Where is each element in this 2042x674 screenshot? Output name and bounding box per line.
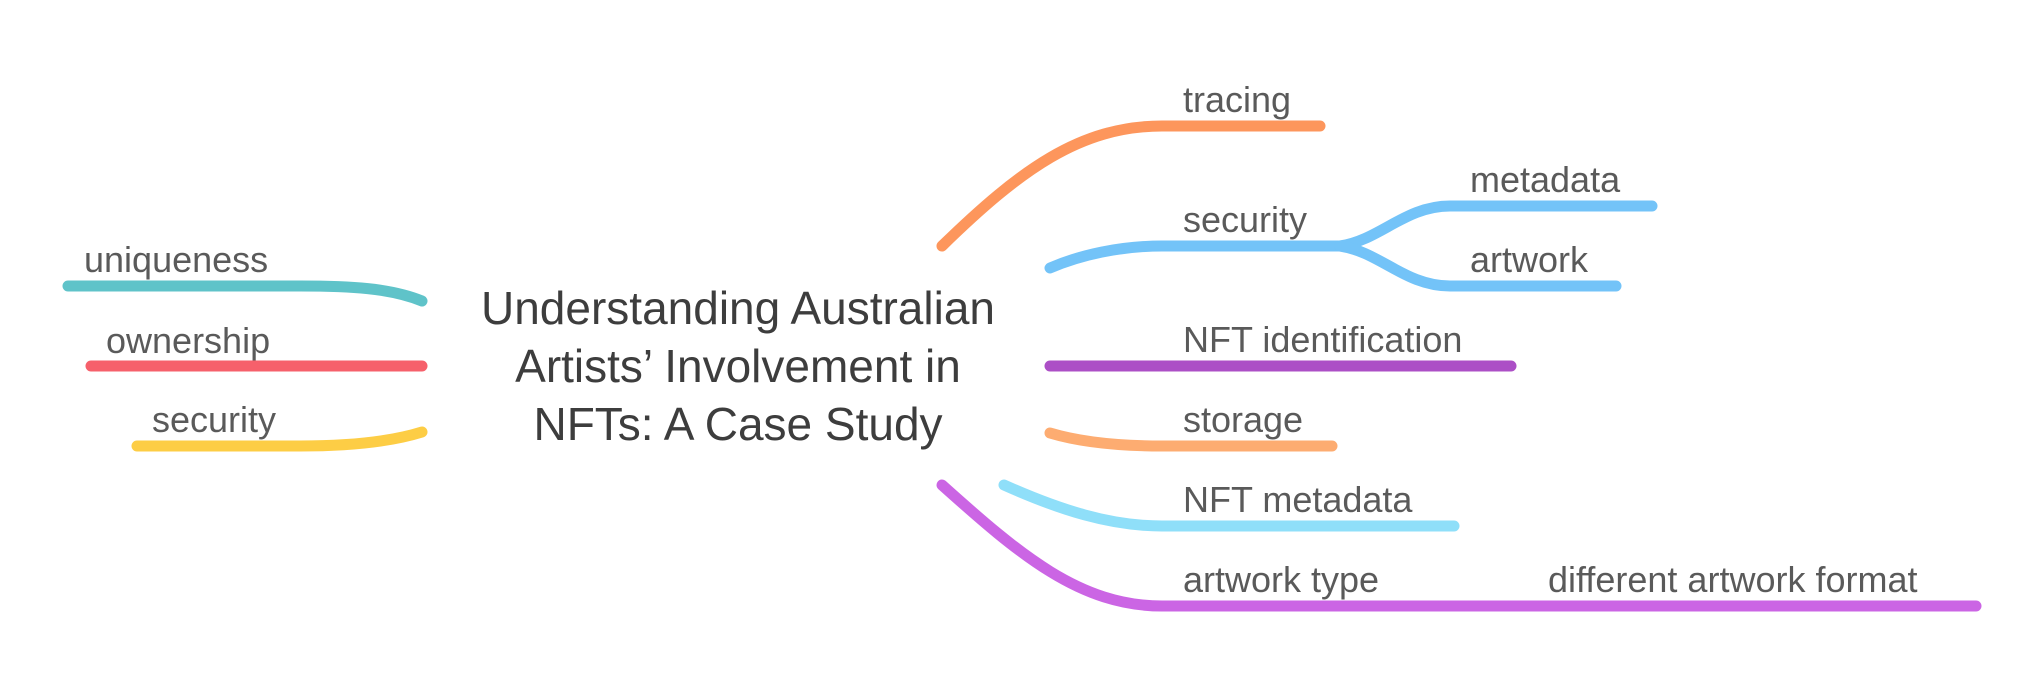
branch-label-different-artwork-format: different artwork format (1548, 559, 1917, 600)
sub-branch-metadata[interactable]: metadata (1334, 159, 1658, 252)
right-branch-nft-identification[interactable]: NFT identification (1044, 319, 1517, 372)
branch-line-nft-metadata (998, 479, 1460, 532)
left-branch-security[interactable]: security (131, 399, 428, 452)
branch-line-security-right (1044, 240, 1346, 274)
branch-label-uniqueness: uniqueness (84, 239, 268, 280)
branch-line-tracing (936, 120, 1326, 252)
right-branch-artwork-type[interactable]: artwork type different artwork format (936, 479, 1982, 612)
branch-line-metadata (1334, 200, 1658, 252)
central-topic-line-3: NFTs: A Case Study (533, 398, 942, 450)
right-branch-security[interactable]: security metadata artwork (1044, 159, 1658, 292)
branch-label-security-left: security (152, 399, 276, 440)
branch-line-security-left (131, 426, 428, 452)
sub-branch-artwork[interactable]: artwork (1334, 239, 1622, 292)
branch-label-nft-metadata: NFT metadata (1183, 479, 1413, 520)
branch-line-uniqueness (62, 280, 428, 307)
right-branch-tracing[interactable]: tracing (936, 79, 1326, 252)
right-branch-nft-metadata[interactable]: NFT metadata (998, 479, 1460, 532)
branch-label-metadata: metadata (1470, 159, 1621, 200)
branch-label-artwork-type: artwork type (1183, 559, 1379, 600)
branch-label-tracing: tracing (1183, 79, 1291, 120)
branch-label-nft-identification: NFT identification (1183, 319, 1462, 360)
branch-label-storage: storage (1183, 399, 1303, 440)
branch-line-storage (1044, 427, 1338, 452)
branch-label-ownership: ownership (106, 320, 270, 361)
left-branch-uniqueness[interactable]: uniqueness (62, 239, 428, 307)
branch-line-artwork (1334, 240, 1622, 292)
central-topic[interactable]: Understanding Australian Artists’ Involv… (481, 282, 995, 450)
central-topic-line-2: Artists’ Involvement in (515, 340, 961, 392)
left-branch-ownership[interactable]: ownership (85, 320, 428, 372)
right-branch-storage[interactable]: storage (1044, 399, 1338, 452)
central-topic-line-1: Understanding Australian (481, 282, 995, 334)
branch-label-artwork: artwork (1470, 239, 1589, 280)
branch-label-security-right: security (1183, 199, 1307, 240)
branch-line-artwork-type (936, 479, 1982, 612)
